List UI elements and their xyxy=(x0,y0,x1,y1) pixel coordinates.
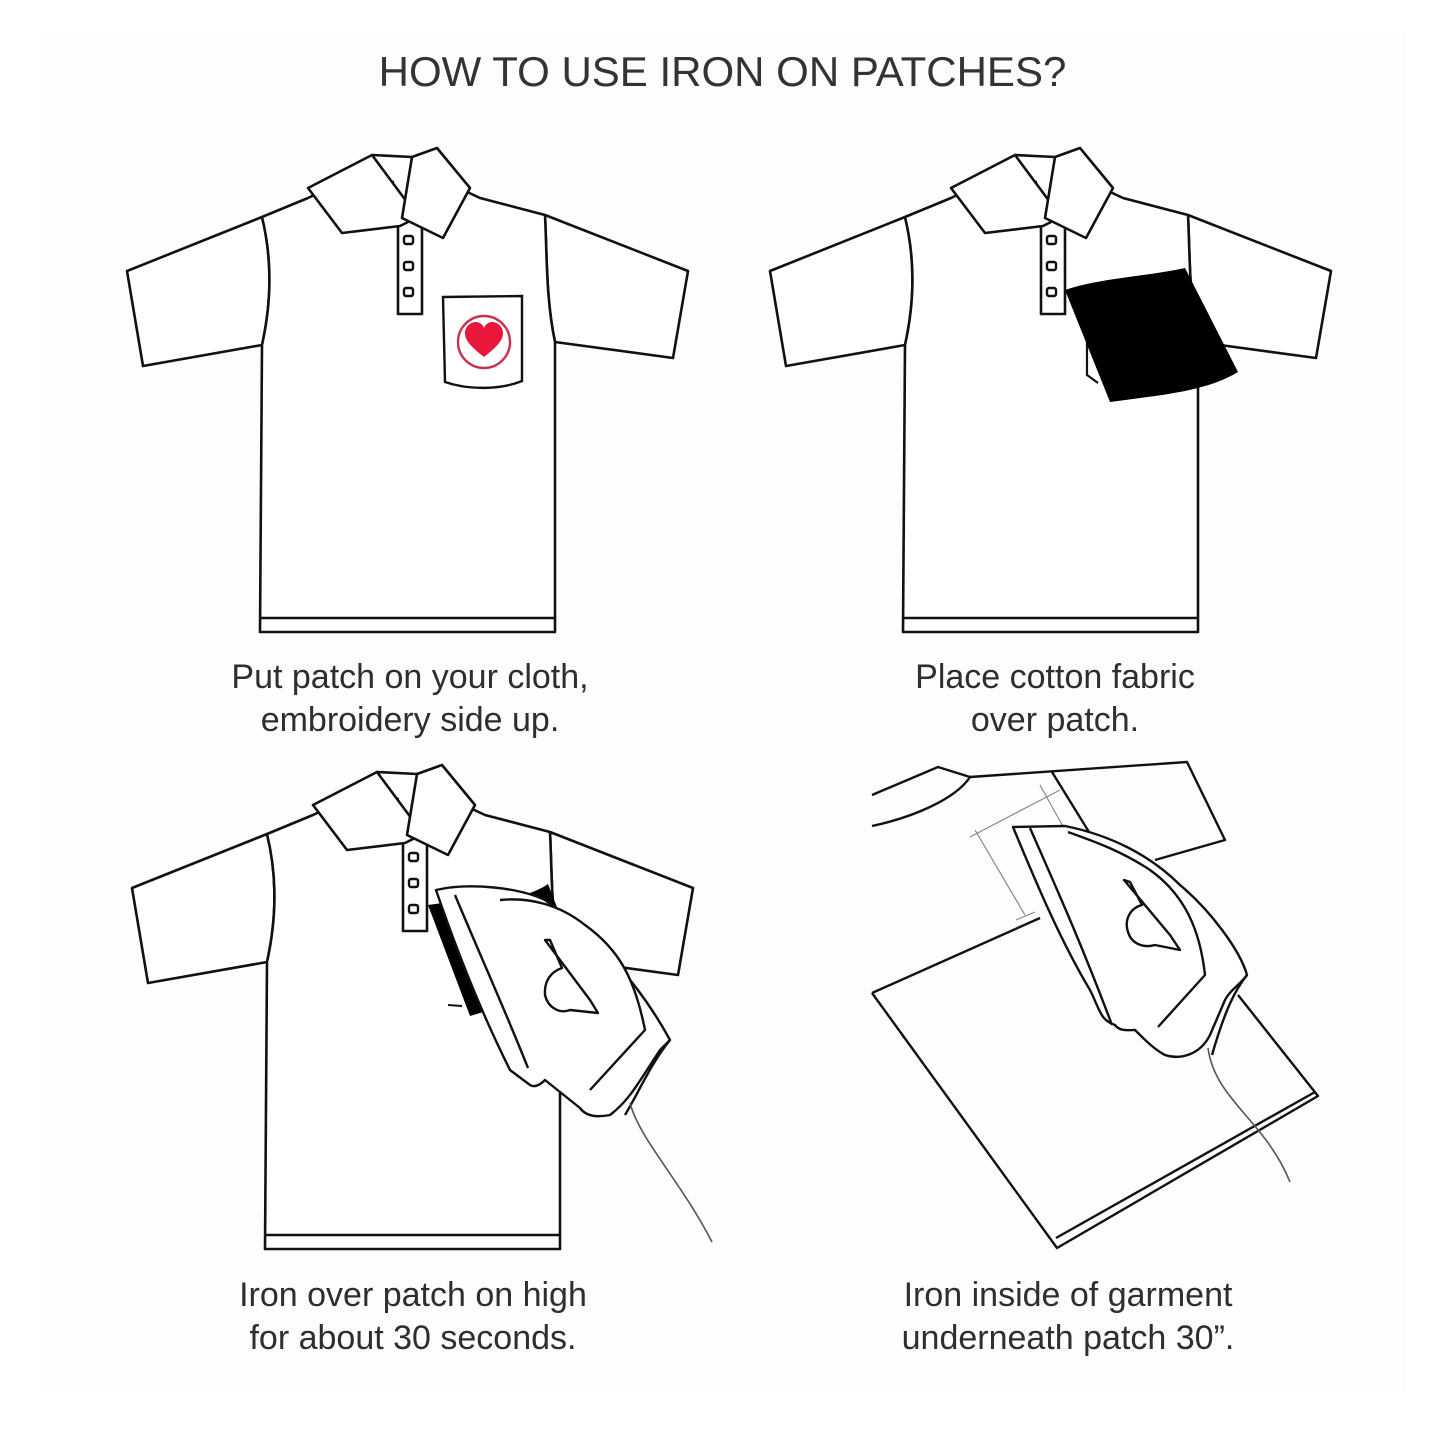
step3-caption-line2: for about 30 seconds. xyxy=(249,1319,577,1357)
step3-caption: Iron over patch on high for about 30 sec… xyxy=(163,1274,663,1360)
step4-caption: Iron inside of garment underneath patch … xyxy=(818,1274,1318,1360)
iron-icon xyxy=(434,885,672,1118)
step2-caption: Place cotton fabric over patch. xyxy=(805,656,1305,742)
step3-caption-line1: Iron over patch on high xyxy=(239,1276,587,1314)
step2-caption-line2: over patch. xyxy=(970,701,1140,739)
step1-caption-line1: Put patch on your cloth, xyxy=(231,658,589,696)
step4-caption-line2: underneath patch 30”. xyxy=(901,1319,1235,1357)
page-title: HOW TO USE IRON ON PATCHES? xyxy=(378,48,1067,95)
step4-iron-icon xyxy=(871,760,1320,1250)
step1-shirt-icon xyxy=(125,146,690,634)
step3-shirt-icon xyxy=(130,763,713,1251)
iron-cord xyxy=(629,1102,713,1243)
step1-caption-line2: embroidery side up. xyxy=(260,701,560,739)
step2-caption-line1: Place cotton fabric xyxy=(915,658,1195,696)
heart-patch-icon xyxy=(441,294,524,390)
step4-caption-line1: Iron inside of garment xyxy=(903,1276,1233,1314)
step1-caption: Put patch on your cloth, embroidery side… xyxy=(160,656,660,742)
step2-shirt-icon xyxy=(768,146,1333,634)
black-cotton-fabric-icon xyxy=(1065,268,1238,402)
